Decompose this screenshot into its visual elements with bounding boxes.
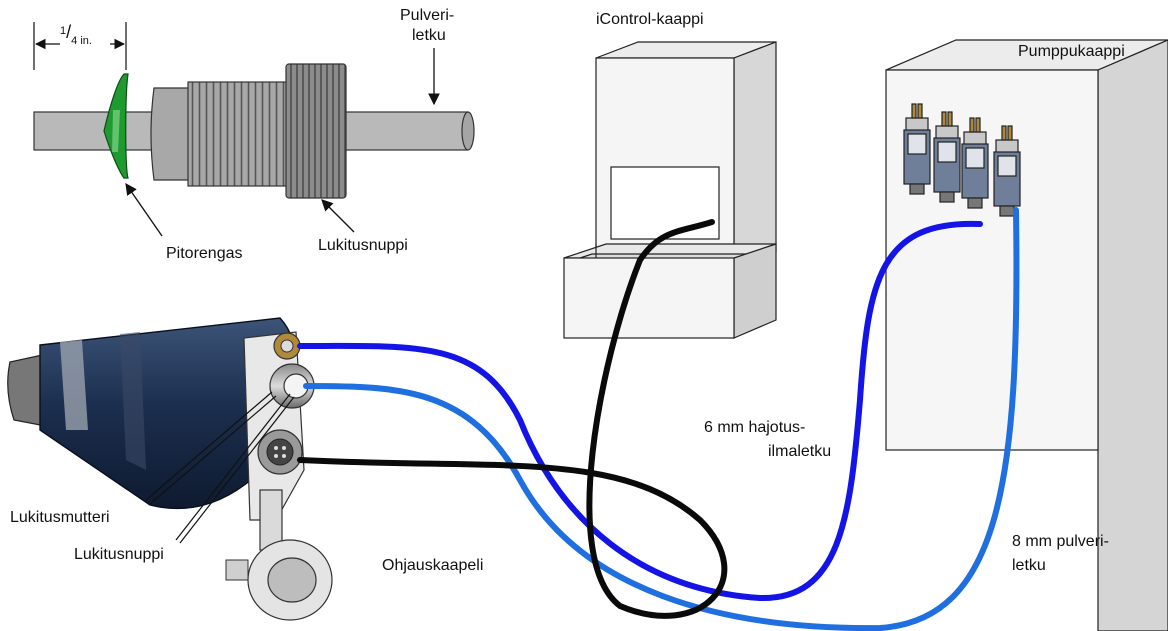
seal-ring-label: Pitorengas <box>166 245 243 262</box>
pump-4 <box>993 125 1021 217</box>
locking-knob <box>285 63 347 199</box>
powder-hose-label-2: letku <box>412 27 446 44</box>
atomizing-hose-label-2: ilmaletku <box>768 443 831 460</box>
dimension-label: 1/4 in. <box>60 22 92 47</box>
powder-hose-8mm-label-1: 8 mm pulveri- <box>1012 533 1109 550</box>
powder-hose-8mm <box>303 207 1020 631</box>
locking-knob-gun-label: Lukitusnuppi <box>74 546 164 563</box>
spray-gun <box>7 317 333 621</box>
locking-knob-label-top: Lukitusnuppi <box>318 237 408 254</box>
powder-hose-8mm-label-2: letku <box>1012 557 1046 574</box>
control-cable-label: Ohjauskaapeli <box>382 557 483 574</box>
locking-knob-gun-leader <box>175 393 291 541</box>
pump-3 <box>961 117 989 209</box>
fitting-threads <box>187 81 289 187</box>
atomizing-air-hose <box>297 220 983 602</box>
atomizing-hose-label-1: 6 mm hajotus- <box>704 419 805 436</box>
pump-cabinet: Pumppukaappi <box>885 39 1168 631</box>
fitting-nose <box>150 87 191 181</box>
pump-1 <box>903 103 931 195</box>
powder-hose-label-1: Pulveri- <box>400 7 454 24</box>
pump-cabinet-label: Pumppukaappi <box>1018 43 1125 60</box>
control-cable <box>297 219 728 619</box>
fitting-detail: 1/4 in. Pulveri- letku Pitorengas Lukitu… <box>33 7 475 262</box>
lock-nut-label: Lukitusmutteri <box>10 509 110 526</box>
pump-modules <box>903 103 1021 217</box>
icontrol-cabinet: iControl-kaappi <box>563 11 777 339</box>
lock-nut-leader <box>145 391 273 501</box>
pump-2 <box>933 111 961 203</box>
icontrol-cabinet-label: iControl-kaappi <box>596 11 704 28</box>
